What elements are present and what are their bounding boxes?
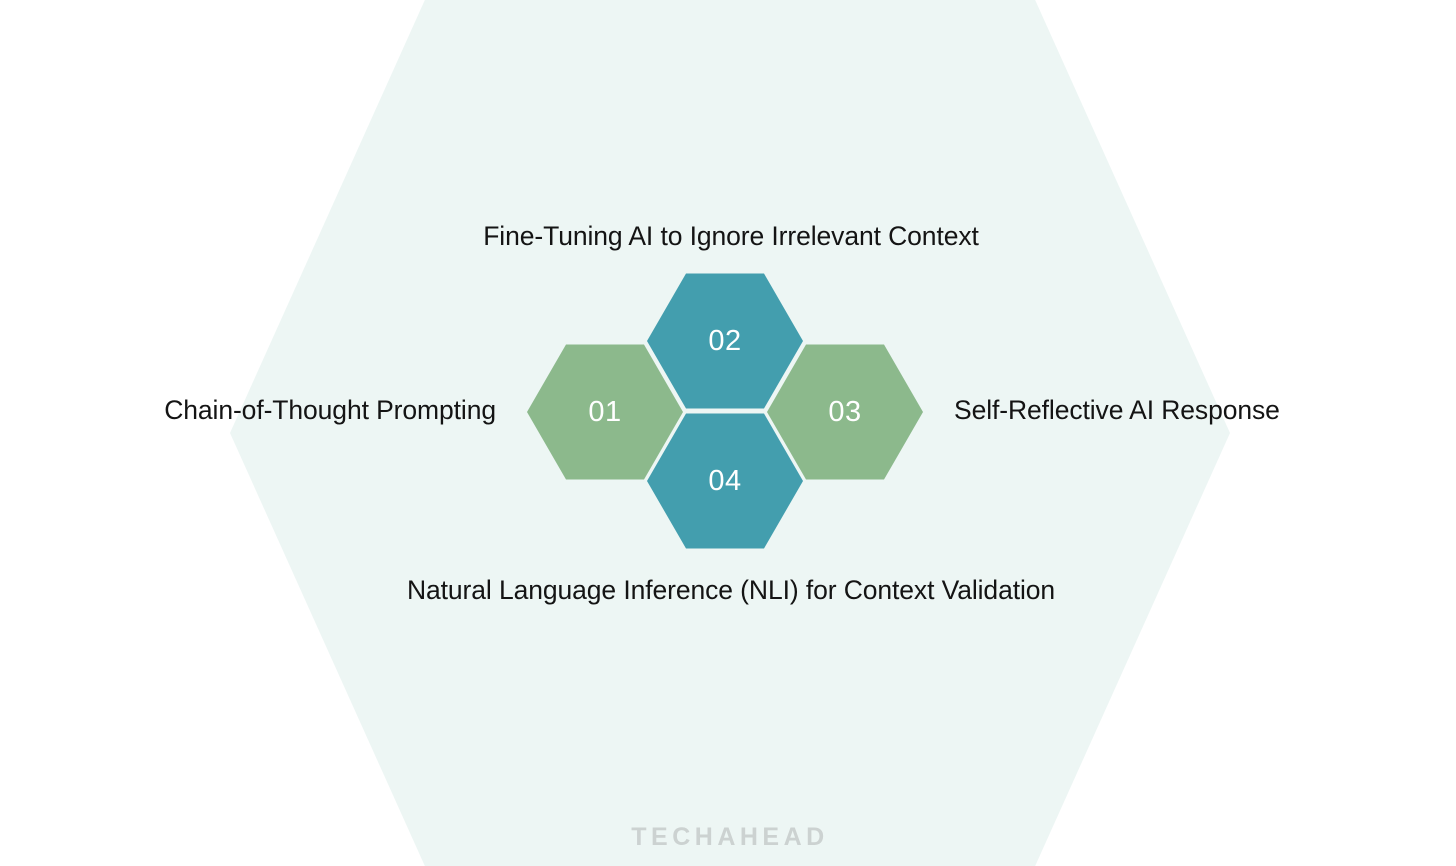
techahead-watermark: TECHAHEAD [631,823,828,851]
hexagon-cluster: 01 02 03 04 [527,273,923,549]
hex-node-04[interactable]: 04 [647,413,803,549]
node-labels: Chain-of-Thought Prompting Fine-Tuning A… [164,221,1280,605]
hex-node-02[interactable]: 02 [647,273,803,409]
node-label-02: Fine-Tuning AI to Ignore Irrelevant Cont… [483,221,979,251]
hex-number-03: 03 [828,396,861,428]
hexagon-shape-01[interactable] [527,344,683,480]
hexagon-shape-03[interactable] [767,344,923,480]
hex-number-04: 04 [708,465,741,497]
node-label-04: Natural Language Inference (NLI) for Con… [407,575,1055,605]
hex-node-01[interactable]: 01 [527,344,683,480]
hexagon-shape-02[interactable] [647,273,803,409]
node-label-01: Chain-of-Thought Prompting [164,395,496,425]
hex-number-02: 02 [708,325,741,357]
hex-number-01: 01 [588,396,621,428]
hex-node-03[interactable]: 03 [767,344,923,480]
hexagon-shape-04[interactable] [647,413,803,549]
node-label-03: Self-Reflective AI Response [954,395,1280,425]
